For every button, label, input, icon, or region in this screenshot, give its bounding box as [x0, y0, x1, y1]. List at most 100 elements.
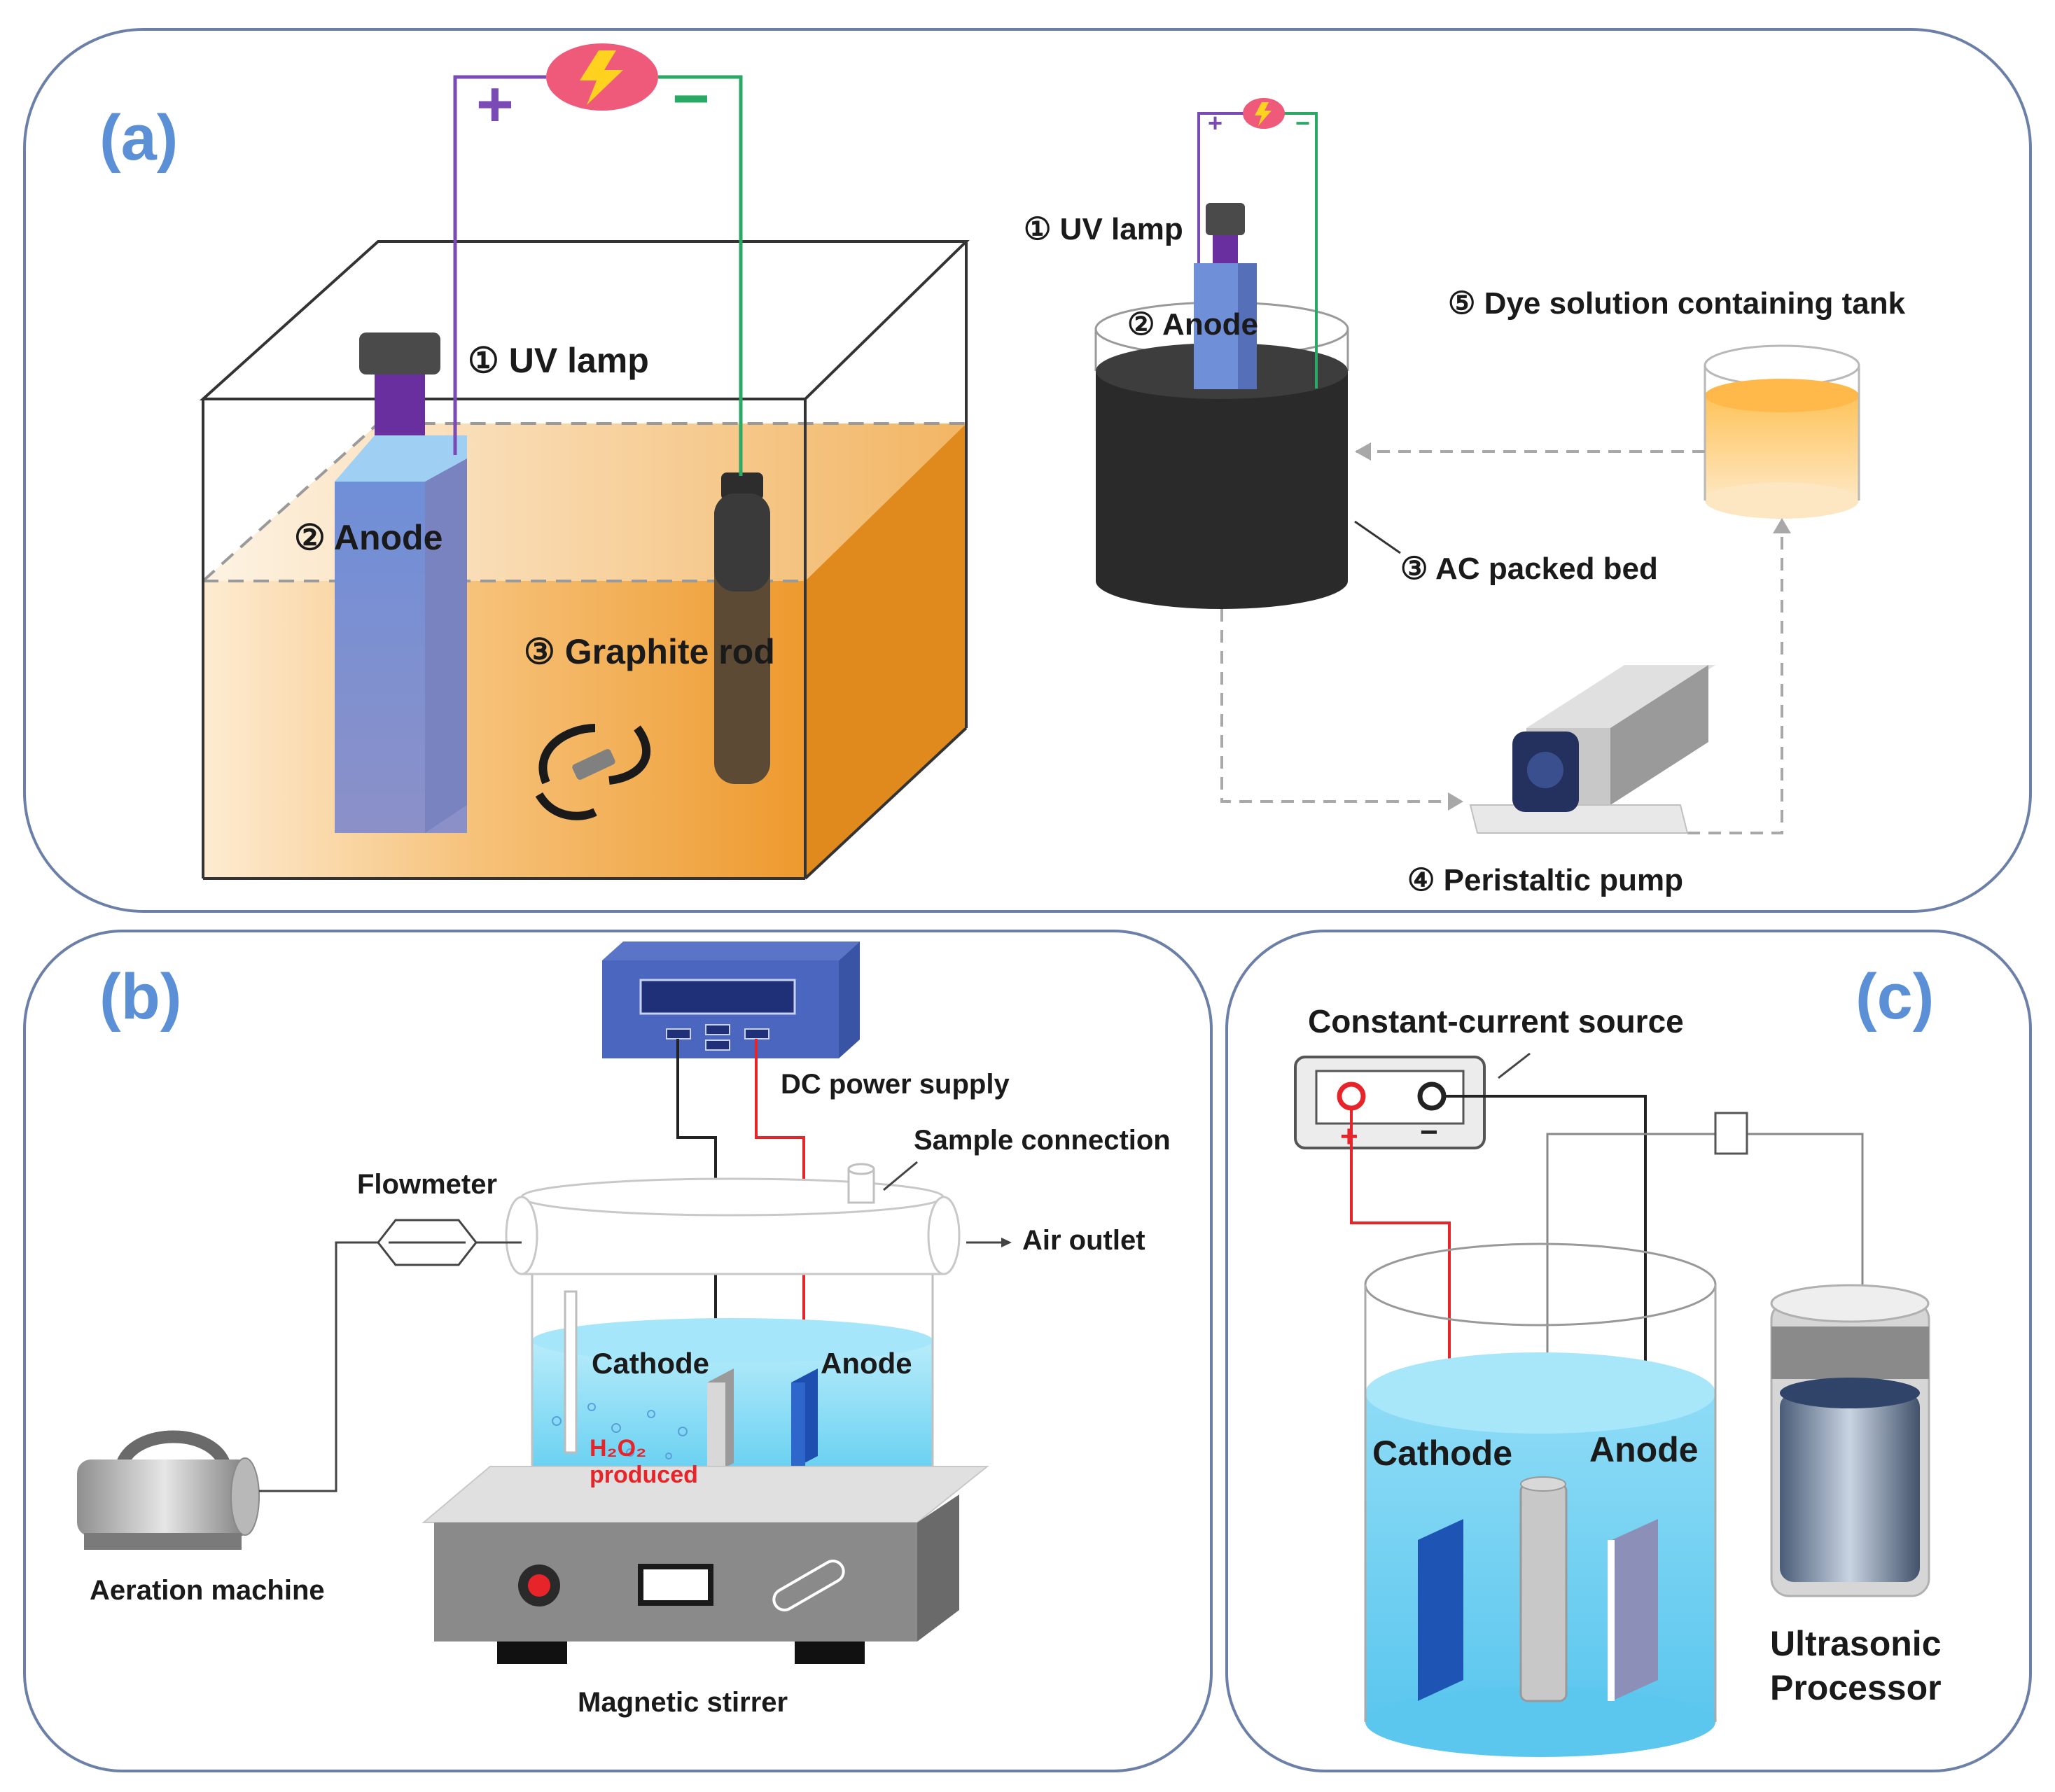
tank-liquid-top	[1705, 379, 1859, 412]
panel-b-frame	[23, 930, 1213, 1772]
bubble	[552, 1416, 562, 1426]
ac-packed-bed-reactor	[1094, 203, 1401, 609]
stirrer-slider	[772, 1560, 845, 1611]
panel-b-label: (b)	[99, 961, 181, 1032]
dc-button-2	[705, 1024, 730, 1035]
stirrer-side	[917, 1494, 959, 1642]
stir-arrow-1	[538, 724, 596, 785]
ultrasonic-band	[1771, 1326, 1929, 1379]
ac-bed-pointer	[1354, 520, 1401, 554]
ccs-minus: −	[1420, 1115, 1438, 1149]
beaker-lid-left	[505, 1196, 538, 1275]
ultrasonic-processor	[1770, 1284, 1930, 1597]
label-sample-connection: Sample connection	[914, 1125, 1171, 1156]
panel-c-frame	[1225, 930, 2032, 1772]
stir-arrow-3	[535, 792, 597, 820]
small-anode-side	[1238, 263, 1257, 389]
label-uv-lamp-left: ① UV lamp	[468, 341, 649, 380]
graphite-rod-top	[721, 472, 763, 500]
wire-positive-left	[453, 75, 546, 455]
ccs-terminal-negative	[1417, 1082, 1447, 1111]
label-anode-left: ② Anode	[294, 518, 443, 557]
stir-bar-body	[572, 749, 615, 780]
aeration-handle	[116, 1430, 230, 1466]
bubbles	[552, 1403, 688, 1460]
label-cathode-c: Cathode	[1372, 1434, 1512, 1473]
label-h2o2: H₂O₂	[590, 1435, 646, 1462]
probe-c	[1519, 1483, 1568, 1702]
bubble	[678, 1427, 688, 1436]
box-edge	[804, 727, 968, 880]
uv-lamp-cap	[359, 332, 440, 374]
plus-sign-left: +	[476, 69, 514, 140]
anode-side	[425, 458, 467, 833]
small-uv-cap	[1206, 203, 1245, 235]
arrow-into-bed	[1355, 442, 1371, 461]
reaction-beaker	[505, 1163, 961, 1507]
lightning-icon	[580, 50, 623, 105]
dc-button-3	[705, 1040, 730, 1051]
label-uv-lamp-right: ① UV lamp	[1024, 212, 1183, 246]
label-air-outlet: Air outlet	[1022, 1225, 1145, 1256]
label-dc-power-supply: DC power supply	[781, 1069, 1010, 1100]
dc-side	[839, 941, 860, 1058]
air-outlet-arrowhead	[1001, 1238, 1012, 1247]
label-processor: Processor	[1770, 1668, 1942, 1707]
bubble	[665, 1452, 672, 1460]
bubble	[626, 1448, 634, 1457]
uv-lamp-bulb	[375, 374, 425, 436]
stirrer-plate	[422, 1466, 989, 1523]
minus-sign-right: −	[1295, 108, 1310, 137]
label-produced: produced	[590, 1462, 698, 1488]
panel-c-label: (c)	[1855, 961, 1934, 1032]
water-c-bottom	[1365, 1687, 1715, 1757]
stirrer-knob-inner	[528, 1574, 550, 1597]
aeration-base	[84, 1533, 242, 1550]
dc-display	[639, 979, 796, 1015]
bubble	[647, 1410, 655, 1418]
flow-bed-to-pump	[1220, 609, 1456, 803]
ccs-plus: +	[1340, 1119, 1358, 1154]
beaker-lid-top	[520, 1177, 945, 1217]
wire-negative-right	[1283, 112, 1318, 308]
label-flowmeter: Flowmeter	[357, 1169, 497, 1200]
label-graphite-rod: ③ Graphite rod	[524, 632, 775, 671]
connector-c	[1714, 1112, 1748, 1155]
anode-plate-c-edge	[1608, 1540, 1615, 1701]
water-b-top	[532, 1318, 933, 1363]
dye-tank	[1704, 344, 1860, 519]
anode-plate-b-front	[791, 1382, 805, 1470]
panel-a-frame	[23, 28, 2032, 913]
flow-lines	[1220, 450, 1783, 834]
graphite-rod-upper	[714, 493, 770, 592]
panel-a-label: (a)	[99, 102, 178, 174]
peristaltic-pump	[1469, 665, 1715, 834]
pump-rotor	[1527, 752, 1563, 788]
small-uv-bulb	[1213, 235, 1238, 263]
label-dye-tank: ⑤ Dye solution containing tank	[1448, 286, 1906, 321]
label-anode-right: ② Anode	[1127, 307, 1258, 342]
beaker-lid-right	[927, 1196, 961, 1275]
power-source-left: + −	[453, 43, 743, 476]
label-anode-c: Anode	[1589, 1430, 1699, 1469]
label-peristaltic-pump: ④ Peristaltic pump	[1407, 863, 1683, 897]
label-constant-current-source: Constant-current source	[1308, 1003, 1684, 1040]
ultrasonic-shell-top	[1770, 1284, 1930, 1323]
wire-negative-left	[658, 75, 743, 476]
magnetic-stirrer	[422, 1466, 989, 1664]
plus-sign-right: +	[1208, 108, 1222, 137]
stir-arrow-2	[608, 725, 650, 785]
sample-port-top	[847, 1163, 875, 1175]
label-cathode-b: Cathode	[592, 1347, 709, 1380]
water-c-top	[1365, 1352, 1715, 1434]
arrow-into-tank	[1773, 518, 1791, 533]
beaker-c-rim	[1364, 1242, 1717, 1326]
constant-current-source: + −	[1294, 1056, 1486, 1154]
arrow-into-pump	[1448, 792, 1463, 811]
tank-bottom	[1705, 482, 1859, 519]
label-anode-b: Anode	[821, 1347, 912, 1380]
label-magnetic-stirrer: Magnetic stirrer	[578, 1687, 788, 1718]
bubble	[611, 1423, 621, 1433]
cathode-plate-c	[1418, 1519, 1463, 1701]
pump-body-front	[1610, 665, 1708, 805]
